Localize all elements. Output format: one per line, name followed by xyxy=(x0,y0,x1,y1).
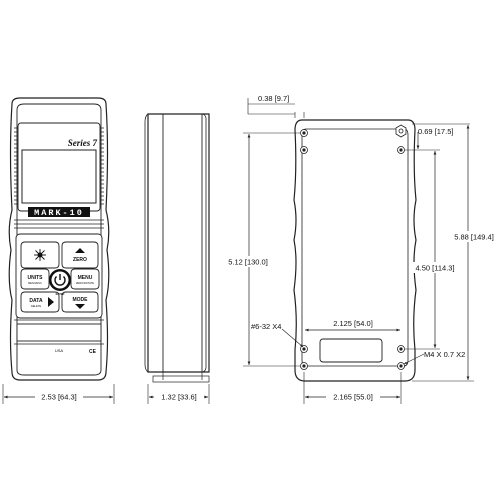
units-button[interactable]: UNITS MENU/ESC xyxy=(20,268,50,290)
brand-label: MARK-10 xyxy=(34,208,84,218)
inner-height-label: 5.12 [130.0] xyxy=(228,258,268,267)
zero-button[interactable]: ZERO xyxy=(61,241,99,269)
side-depth-dimension: 1.32 [33.6] xyxy=(147,384,210,404)
front-width-label: 2.53 [64.3] xyxy=(41,393,76,402)
back-width-label: 2.165 [55.0] xyxy=(333,393,373,402)
made-in-label: USA xyxy=(55,348,64,353)
hole-span-vertical-dimension: 4.50 [114.3] xyxy=(405,151,460,350)
power-button[interactable]: ENTER xyxy=(49,269,71,296)
backlight-icon xyxy=(34,249,46,261)
power-icon xyxy=(54,274,66,286)
overall-height-dimension: 5.88 [149.4] xyxy=(412,125,500,382)
left-holes-label: #6-32 X4 xyxy=(251,322,281,331)
hole-span-horizontal-dimension: 2.125 [54.0] xyxy=(305,318,400,332)
side-view: 1.32 [33.6] xyxy=(144,113,210,404)
top-offset-label: 0.38 [9.7] xyxy=(258,94,289,103)
right-holes-label: M4 X 0.7 X2 xyxy=(424,350,465,359)
menu-button[interactable]: MENU ZERO/ROTATE xyxy=(70,268,100,290)
battery-window xyxy=(319,338,383,363)
back-housing-outline xyxy=(293,119,417,382)
front-width-dimension: 2.53 [64.3] xyxy=(2,384,115,404)
right-offset-label: 0.69 [17.5] xyxy=(418,127,453,136)
top-offset-dimension: 0.38 [9.7] xyxy=(247,94,305,118)
up-arrow-icon xyxy=(75,248,85,253)
mode-label: MODE xyxy=(73,297,89,303)
left-holes-callout: #6-32 X4 xyxy=(251,322,304,348)
front-housing-outline xyxy=(8,97,110,381)
menu-sub-label: ZERO/ROTATE xyxy=(76,281,94,285)
back-inner-outline xyxy=(301,128,409,367)
front-bezel xyxy=(16,103,102,376)
hole-span-horizontal-label: 2.125 [54.0] xyxy=(333,319,373,328)
back-view: 0.38 [9.7] 0.69 [17.5] 5.12 [130.0] 4.50… xyxy=(223,94,500,404)
display-screen xyxy=(21,149,97,204)
units-sub-label: MENU/ESC xyxy=(28,281,42,285)
side-housing-outline xyxy=(147,113,210,373)
series-label: Series 7 xyxy=(68,138,98,148)
units-label: UNITS xyxy=(28,275,44,281)
right-arrow-icon xyxy=(48,297,54,307)
backlight-button[interactable] xyxy=(20,241,60,269)
data-label: DATA xyxy=(29,298,43,304)
side-depth-label: 1.32 [33.6] xyxy=(161,393,196,402)
enter-label: ENTER xyxy=(56,292,65,296)
brand-strip xyxy=(28,207,90,217)
inner-height-dimension: 5.12 [130.0] xyxy=(223,132,300,367)
data-sub-label: DELETE xyxy=(31,304,41,308)
right-offset-dimension: 0.69 [17.5] xyxy=(405,123,470,151)
mid-grip-lines xyxy=(14,219,104,229)
data-button[interactable]: DATA DELETE xyxy=(20,291,60,313)
down-arrow-icon xyxy=(75,304,85,309)
menu-label: MENU xyxy=(78,275,93,281)
top-right-hex-nut xyxy=(395,124,407,138)
mode-button[interactable]: MODE xyxy=(61,291,99,313)
hole-span-vertical-label: 4.50 [114.3] xyxy=(415,264,454,273)
label-window xyxy=(16,323,102,342)
overall-height-label: 5.88 [149.4] xyxy=(454,233,494,242)
right-holes-callout: M4 X 0.7 X2 xyxy=(403,350,465,365)
front-view: Series 7 MARK-10 ZERO xyxy=(2,97,115,404)
back-screw-holes xyxy=(300,129,405,370)
zero-label: ZERO xyxy=(73,257,87,263)
bottom-grip-lines xyxy=(14,319,104,345)
ce-mark: CE xyxy=(89,349,97,355)
back-width-dimension: 2.165 [55.0] xyxy=(303,372,402,404)
